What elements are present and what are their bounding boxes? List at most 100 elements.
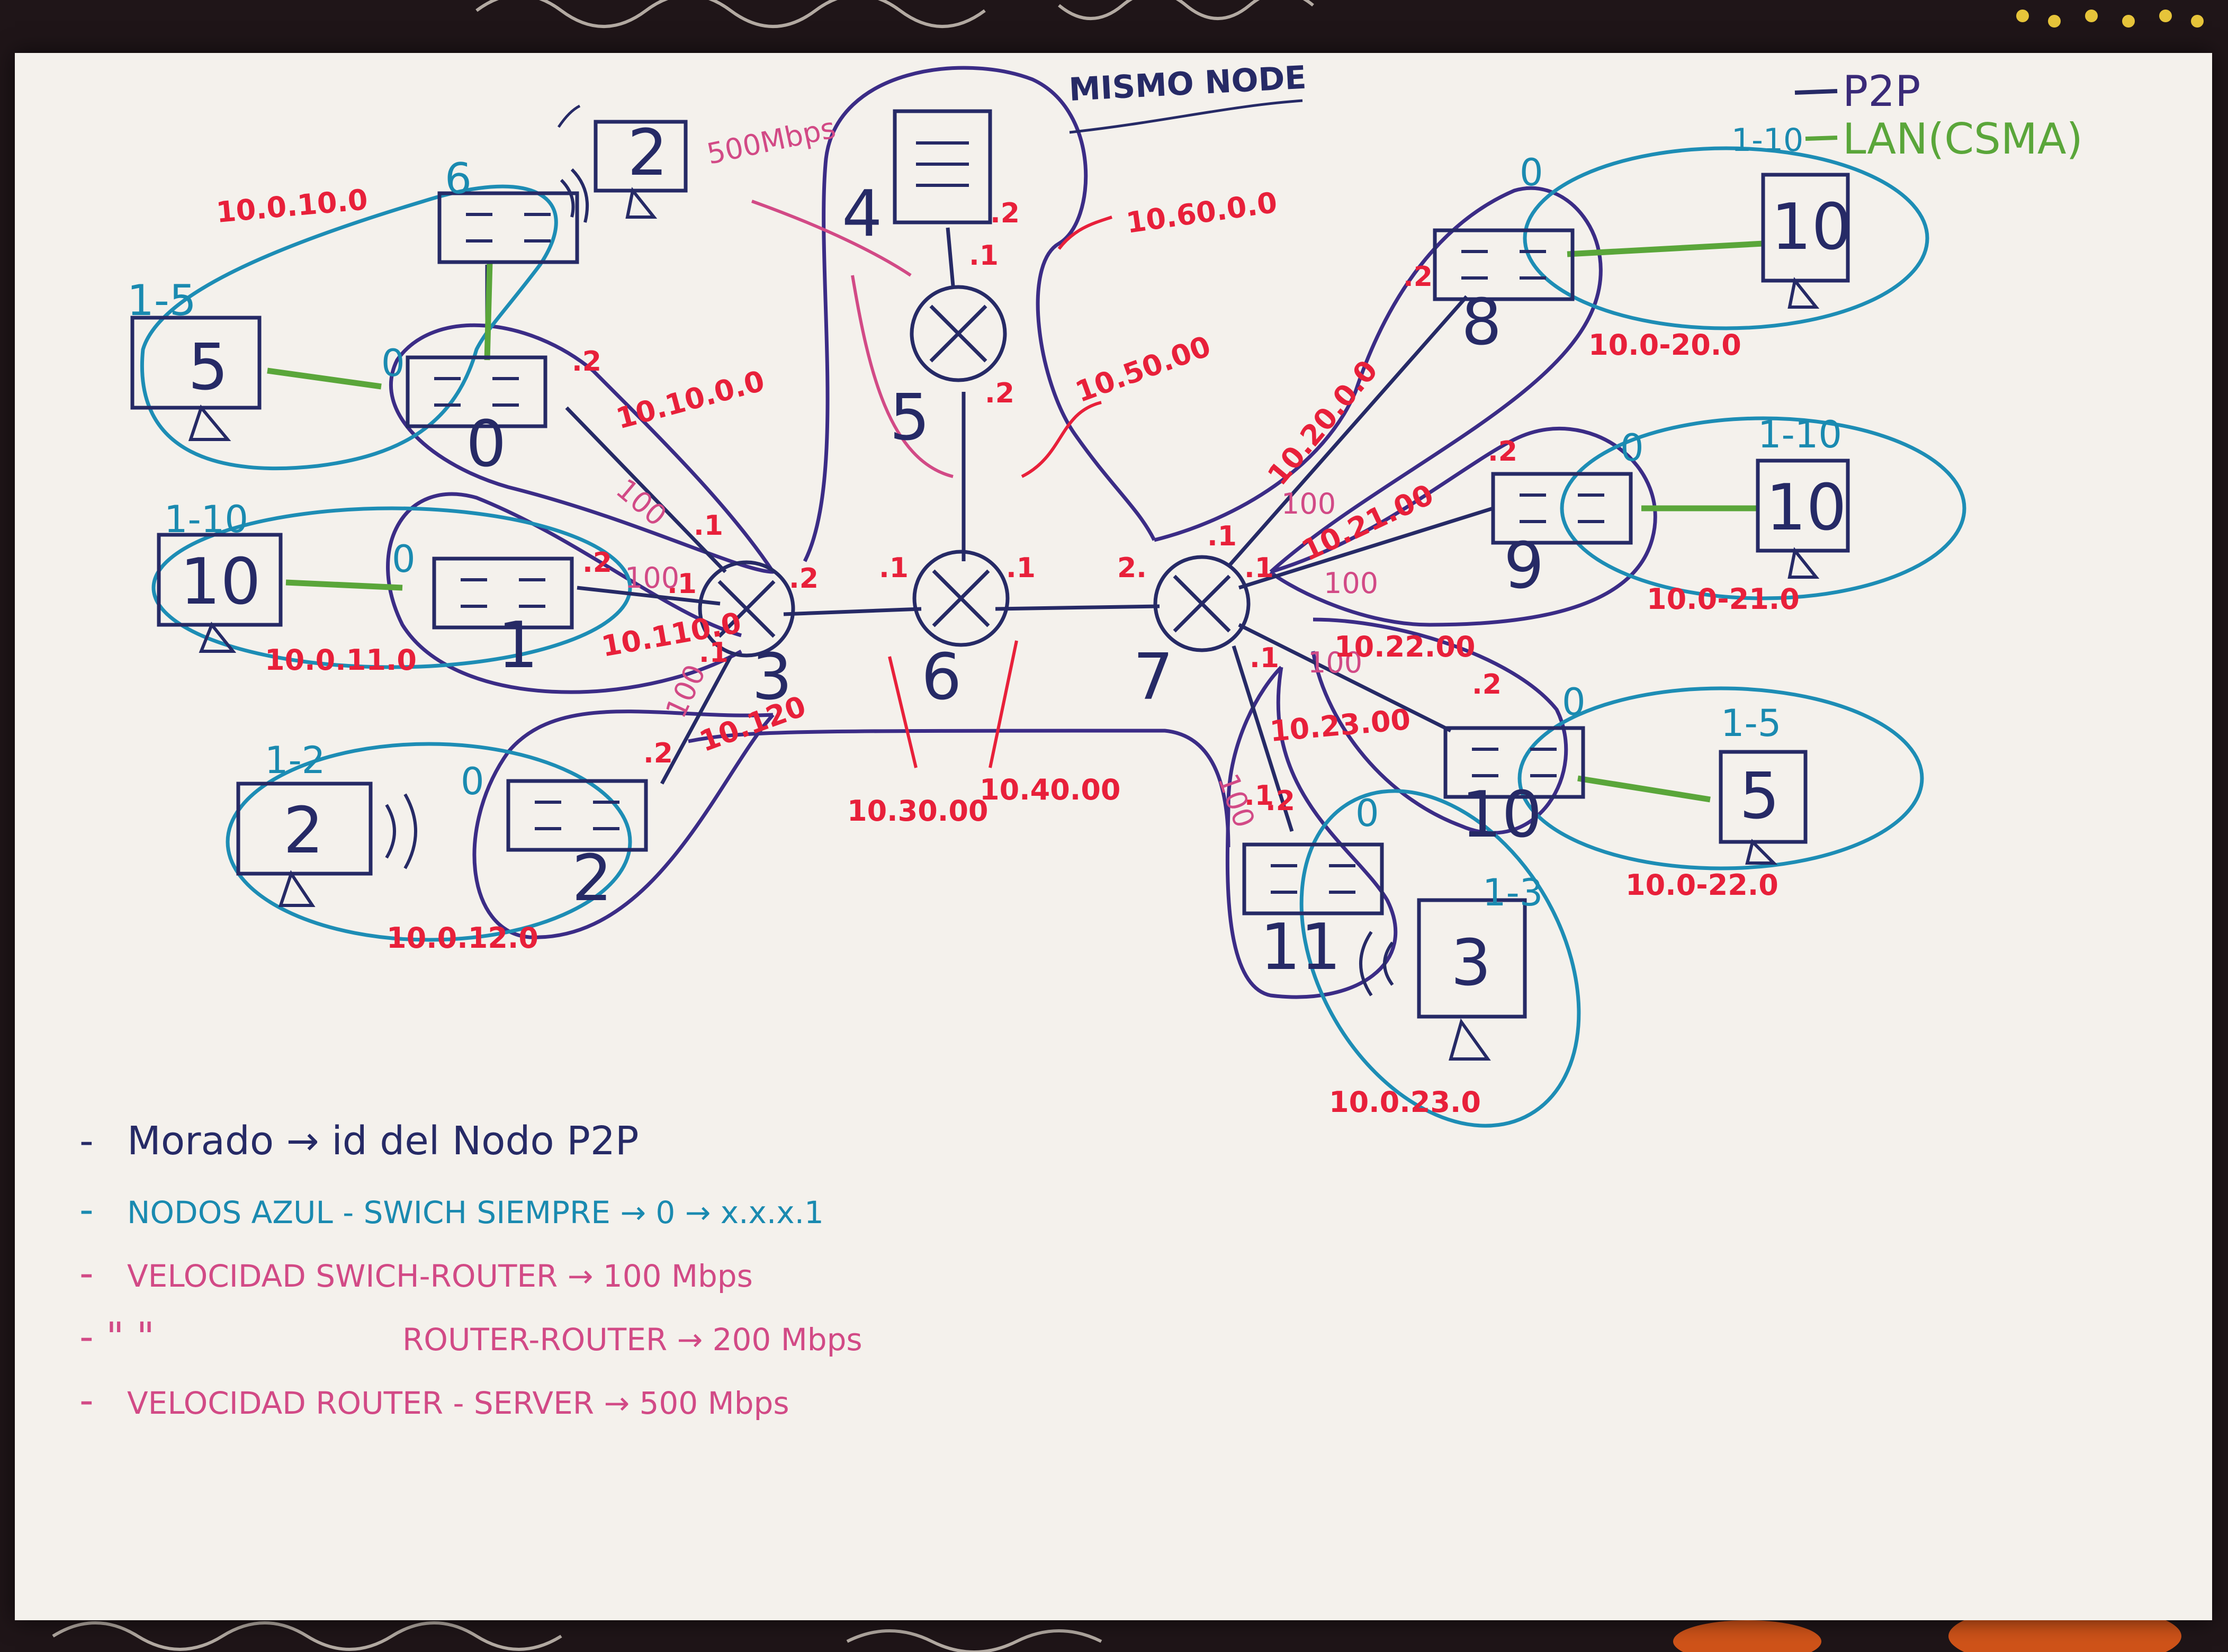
title-underline <box>1069 99 1303 134</box>
p2p-outline-node8 <box>1154 186 1603 573</box>
host-group-10-left-range: 1-10 <box>164 498 248 541</box>
router-6-id: 6 <box>921 641 962 714</box>
host-group-5-right[interactable] <box>1719 750 1808 865</box>
switch-11-id: 11 <box>1260 911 1341 984</box>
switch-2-id: 2 <box>572 842 612 915</box>
switch-8[interactable] <box>1435 230 1573 299</box>
legend-line-5-dash: - <box>79 1378 94 1423</box>
link-router6-router7 <box>995 604 1160 611</box>
addr-server-dot2: .2 <box>990 197 1020 229</box>
host-group-10-left[interactable] <box>157 533 283 653</box>
host-group-10-right-mid[interactable] <box>1756 459 1850 579</box>
net-label-10-0-21: 10.0-21.0 <box>1647 582 1800 616</box>
paper-sheet <box>15 53 2212 1620</box>
p2p-outline-node10 <box>1311 617 1568 835</box>
link-router3-router6 <box>783 607 922 616</box>
router-6[interactable] <box>914 552 1008 645</box>
legend-line-1: Morado → id del Nodo P2P <box>127 1118 639 1164</box>
server-link-speed-mark-2 <box>851 275 954 478</box>
link-router3-switch0 <box>565 406 727 573</box>
addr-router3-dot1-a: .1 <box>694 510 723 542</box>
p2p-outline-node2 <box>472 710 775 939</box>
server-4[interactable] <box>893 109 992 225</box>
net-label-10-0-23: 10.0.23.0 <box>1329 1085 1481 1119</box>
switch-8-id: 8 <box>1461 286 1502 360</box>
net-tick-10-50 <box>1021 401 1102 478</box>
addr-router3-dot1-b: .1 <box>667 568 697 600</box>
p2p-outline-bottom-link <box>688 729 1230 848</box>
switch9-port-zero: 0 <box>1620 426 1644 470</box>
net-tick-10-60 <box>1057 216 1112 250</box>
router-3-id: 3 <box>752 641 792 714</box>
switch-2[interactable] <box>508 781 646 850</box>
lan-ellipse-10-0-23 <box>1299 789 1581 1128</box>
addr-router3-dot1-c: .1 <box>699 637 729 669</box>
host-group-5-left[interactable] <box>130 316 262 441</box>
addr-switch11-dot2: .2 <box>1265 785 1295 817</box>
host-group-2-left[interactable] <box>236 782 417 907</box>
legend-line-2: NODOS AZUL - SWICH SIEMPRE → 0 → x.x.x.1 <box>127 1195 824 1231</box>
net-tick-10-30 <box>888 656 918 768</box>
lan-link-hosts10-switch1 <box>285 579 403 591</box>
lan-ellipse-10-0-22 <box>1517 686 1924 870</box>
lan-link-switch10-hosts5 <box>1577 775 1711 803</box>
link-router7-switch10 <box>1238 623 1452 733</box>
corner-legend-lan-swatch <box>1805 136 1838 141</box>
legend-line-4-dash: - " " <box>79 1314 155 1360</box>
server-id-label: 4 <box>842 177 882 251</box>
addr-switch10-dot2: .2 <box>1472 669 1502 701</box>
addr-router3-dot2: .2 <box>789 563 819 595</box>
lan-ellipse-10-0-21 <box>1560 416 1966 600</box>
p2p-outline-node9 <box>1269 427 1657 627</box>
lan-ellipse-10-0-12 <box>226 742 632 942</box>
corner-legend-lan-range: 1-10 <box>1731 122 1803 159</box>
switch-1-id: 1 <box>498 609 538 683</box>
addr-router7-dot1-b: .1 <box>1250 642 1279 674</box>
lan-link-switch6-switch0 <box>484 262 493 361</box>
wireless-icon-switch6 <box>560 168 589 223</box>
legend-line-5: VELOCIDAD ROUTER - SERVER → 500 Mbps <box>127 1385 789 1421</box>
switch-0-id: 0 <box>466 408 506 481</box>
router-5[interactable] <box>912 287 1005 380</box>
host-group-10-right-mid-range: 1-10 <box>1758 413 1842 456</box>
net-label-10-40: 10.40.00 <box>980 773 1120 806</box>
legend-line-3-dash: - <box>79 1251 94 1296</box>
corner-legend-p2p: P2P <box>1843 67 1920 116</box>
speed-100-switch0: 100 <box>610 472 673 533</box>
p2p-outline-node11 <box>1225 666 1398 999</box>
lan-link-switch8-hosts10 <box>1567 240 1764 257</box>
addr-router5-dot2: .2 <box>985 378 1014 409</box>
host-group-10-right-mid-count: 10 <box>1766 471 1847 545</box>
router-7-id: 7 <box>1133 641 1173 714</box>
addr-router7-dot1-top: .1 <box>1207 520 1237 552</box>
net-label-10-0-10: 10.0.10.0 <box>215 183 369 229</box>
net-label-10-22-p2p: 10.22.00 <box>1334 630 1475 663</box>
switch1-port-zero: 0 <box>392 537 416 581</box>
link-router7-switch8 <box>1227 295 1468 568</box>
host-group-5-right-range: 1-5 <box>1721 702 1781 745</box>
link-router7-switch9 <box>1238 506 1494 590</box>
addr-switch1-dot2: .2 <box>582 547 612 579</box>
router-7[interactable] <box>1155 557 1248 650</box>
addr-router7-dot1-c: .1 <box>1244 780 1274 812</box>
host-group-10-right-top-count: 10 <box>1771 191 1852 264</box>
host-group-10-right-top[interactable] <box>1761 173 1850 309</box>
net-label-10-30: 10.30.00 <box>847 794 988 828</box>
switch-11[interactable] <box>1244 845 1382 913</box>
switch-10-id: 10 <box>1461 778 1542 852</box>
host-group-2-top[interactable] <box>557 104 688 219</box>
speed-100-switch9: 100 <box>1281 487 1336 520</box>
net-tick-10-40 <box>989 640 1018 768</box>
lan-ellipse-10-0-20 <box>1523 146 1929 330</box>
speed-100-switch1: 100 <box>625 561 679 595</box>
lan-link-hosts5-switch0 <box>267 367 382 390</box>
speed-100-switch11: 100 <box>1211 769 1261 832</box>
host-group-3-right[interactable] <box>1359 898 1527 1061</box>
router-5-id: 5 <box>890 381 930 455</box>
host-group-5-left-count: 5 <box>188 331 228 405</box>
link-router5-server4 <box>946 227 955 286</box>
addr-switch9-dot2: .2 <box>1488 436 1517 468</box>
link-router3-switch2 <box>660 656 733 785</box>
host-group-2-left-range: 1-2 <box>265 739 325 782</box>
switch-6-id: 6 <box>445 154 472 203</box>
